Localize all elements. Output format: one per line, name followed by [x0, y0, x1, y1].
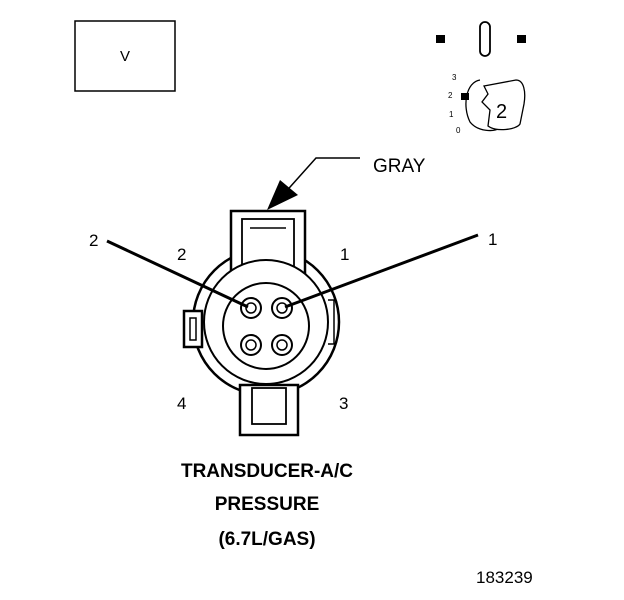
cavity-label-2: 2	[177, 245, 186, 264]
key-outline-back	[465, 79, 501, 132]
key-scale-3: 3	[452, 73, 457, 82]
cavity-label-3: 3	[339, 394, 348, 413]
pin-2	[240, 297, 262, 319]
gray-arrowhead	[267, 180, 298, 210]
pin2-callout-line	[106, 239, 249, 309]
pin1-callout-label: 1	[488, 230, 497, 249]
pin-4	[240, 334, 262, 356]
gray-label: GRAY	[373, 156, 426, 177]
view-box	[74, 20, 176, 92]
key-indicator: 3 2 1 0 2	[436, 21, 526, 135]
bottom-tab-inner	[251, 387, 287, 425]
key-right-square	[517, 35, 526, 43]
pin1-callout-line	[284, 233, 479, 309]
view-label: V	[120, 48, 130, 65]
key-marker	[461, 93, 469, 100]
title-line-2: PRESSURE	[214, 494, 320, 515]
gray-leader-line	[281, 157, 360, 197]
cavity-label-1: 1	[340, 245, 349, 264]
key-scale-2: 2	[448, 91, 453, 100]
pin-3	[271, 334, 293, 356]
title-line-1: TRANSDUCER-A/C	[180, 461, 354, 482]
side-latch-inner	[189, 317, 197, 341]
figure-number: 183239	[476, 568, 533, 587]
key-slot	[479, 21, 491, 57]
right-keyway	[328, 299, 335, 345]
pin2-callout-label: 2	[89, 231, 98, 250]
key-number: 2	[496, 101, 507, 123]
title-line-3: (6.7L/GAS)	[218, 529, 316, 550]
pin-face	[222, 282, 310, 370]
connector-body	[182, 209, 341, 437]
key-left-square	[436, 35, 445, 43]
pin-1	[271, 297, 293, 319]
key-outline-front	[481, 79, 526, 131]
cavity-label-4: 4	[177, 394, 186, 413]
key-scale-1: 1	[449, 110, 454, 119]
key-scale-0: 0	[456, 126, 461, 135]
